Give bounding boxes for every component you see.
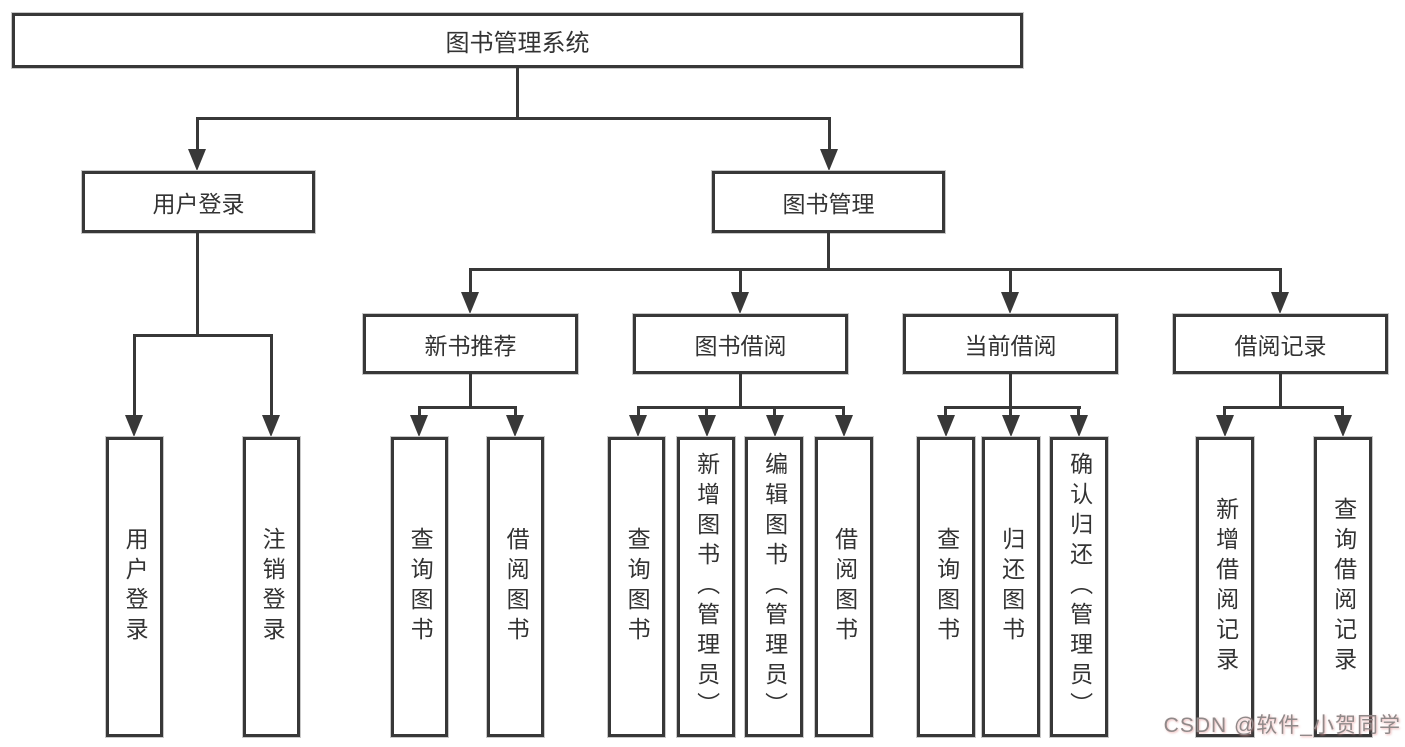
connector-line bbox=[739, 268, 742, 292]
connector-line bbox=[469, 268, 1282, 271]
connector-line bbox=[196, 117, 199, 149]
watermark: CSDN @软件_小贺同学 bbox=[1163, 714, 1401, 737]
node-book-management: 图书管理 bbox=[712, 171, 945, 233]
node-label: 借阅图书 bbox=[503, 527, 530, 647]
node-label: 新增图书（管理员） bbox=[693, 452, 720, 722]
connector-line bbox=[516, 68, 519, 117]
arrow-down-icon bbox=[629, 415, 647, 437]
node-book-borrowing: 图书借阅 bbox=[633, 314, 848, 374]
node-label: 用户登录 bbox=[122, 527, 149, 647]
leaf-borrow-books: 借阅图书 bbox=[815, 437, 873, 737]
arrow-down-icon bbox=[125, 415, 143, 437]
node-new-book-recommendation: 新书推荐 bbox=[363, 314, 578, 374]
leaf-user-login: 用户登录 bbox=[106, 437, 163, 737]
arrow-down-icon bbox=[731, 292, 749, 314]
connector-line bbox=[1009, 374, 1012, 406]
connector-line bbox=[773, 406, 776, 415]
connector-line bbox=[1077, 406, 1080, 415]
arrow-down-icon bbox=[698, 415, 716, 437]
connector-line bbox=[514, 406, 517, 415]
node-label: 查询图书 bbox=[933, 527, 960, 647]
connector-line bbox=[637, 406, 640, 415]
node-label: 确认归还（管理员） bbox=[1066, 452, 1093, 722]
arrow-down-icon bbox=[1216, 415, 1234, 437]
node-user-login: 用户登录 bbox=[82, 171, 315, 233]
connector-line bbox=[1009, 406, 1012, 415]
connector-line bbox=[418, 406, 421, 415]
connector-line bbox=[827, 233, 830, 268]
node-label: 图书管理 bbox=[782, 191, 875, 217]
node-label: 注销登录 bbox=[259, 527, 286, 647]
arrow-down-icon bbox=[937, 415, 955, 437]
node-library-system: 图书管理系统 bbox=[12, 13, 1023, 68]
connector-line bbox=[133, 334, 273, 337]
connector-line bbox=[828, 117, 831, 149]
leaf-confirm-return-admin: 确认归还（管理员） bbox=[1050, 437, 1108, 737]
connector-line bbox=[842, 406, 845, 415]
arrow-down-icon bbox=[820, 149, 838, 171]
connector-line bbox=[196, 117, 831, 120]
connector-line bbox=[944, 406, 1081, 409]
connector-line bbox=[739, 374, 742, 406]
arrow-down-icon bbox=[1001, 292, 1019, 314]
leaf-edit-books-admin: 编辑图书（管理员） bbox=[745, 437, 803, 737]
connector-line bbox=[270, 334, 273, 415]
arrow-down-icon bbox=[1271, 292, 1289, 314]
node-label: 查询借阅记录 bbox=[1330, 497, 1357, 677]
leaf-add-books-admin: 新增图书（管理员） bbox=[677, 437, 735, 737]
connector-line bbox=[469, 268, 472, 292]
arrow-down-icon bbox=[506, 415, 524, 437]
node-borrowing-records: 借阅记录 bbox=[1173, 314, 1388, 374]
leaf-borrow-books-recommend: 借阅图书 bbox=[487, 437, 544, 737]
node-label: 图书借阅 bbox=[694, 333, 787, 359]
connector-line bbox=[705, 406, 708, 415]
connector-line bbox=[1223, 406, 1344, 409]
connector-line bbox=[196, 233, 199, 334]
connector-line bbox=[133, 334, 136, 415]
leaf-add-borrow-record: 新增借阅记录 bbox=[1196, 437, 1254, 737]
node-label: 当前借阅 bbox=[964, 333, 1057, 359]
connector-line bbox=[637, 406, 844, 409]
node-label: 新书推荐 bbox=[424, 333, 517, 359]
leaf-query-books-current: 查询图书 bbox=[917, 437, 975, 737]
node-label: 查询图书 bbox=[624, 527, 651, 647]
leaf-query-books-recommend: 查询图书 bbox=[391, 437, 448, 737]
leaf-query-borrow-record: 查询借阅记录 bbox=[1314, 437, 1372, 737]
connector-line bbox=[1279, 268, 1282, 292]
node-label: 归还图书 bbox=[998, 527, 1025, 647]
connector-line bbox=[944, 406, 947, 415]
node-label: 新增借阅记录 bbox=[1212, 497, 1239, 677]
connector-line bbox=[1009, 268, 1012, 292]
connector-line bbox=[1341, 406, 1344, 415]
arrow-down-icon bbox=[1334, 415, 1352, 437]
arrow-down-icon bbox=[461, 292, 479, 314]
connector-line bbox=[1223, 406, 1226, 415]
node-label: 借阅图书 bbox=[831, 527, 858, 647]
arrow-down-icon bbox=[188, 149, 206, 171]
connector-line bbox=[1279, 374, 1282, 406]
node-label: 用户登录 bbox=[152, 191, 245, 217]
leaf-return-books: 归还图书 bbox=[982, 437, 1040, 737]
arrow-down-icon bbox=[410, 415, 428, 437]
node-label: 借阅记录 bbox=[1234, 333, 1327, 359]
leaf-query-books-borrow: 查询图书 bbox=[608, 437, 665, 737]
leaf-logout: 注销登录 bbox=[243, 437, 300, 737]
connector-line bbox=[418, 406, 517, 409]
connector-line bbox=[469, 374, 472, 406]
node-label: 查询图书 bbox=[407, 527, 434, 647]
arrow-down-icon bbox=[1002, 415, 1020, 437]
node-label: 图书管理系统 bbox=[445, 30, 590, 57]
node-current-borrowing: 当前借阅 bbox=[903, 314, 1118, 374]
arrow-down-icon bbox=[1070, 415, 1088, 437]
arrow-down-icon bbox=[766, 415, 784, 437]
arrow-down-icon bbox=[835, 415, 853, 437]
arrow-down-icon bbox=[262, 415, 280, 437]
node-label: 编辑图书（管理员） bbox=[761, 452, 788, 722]
